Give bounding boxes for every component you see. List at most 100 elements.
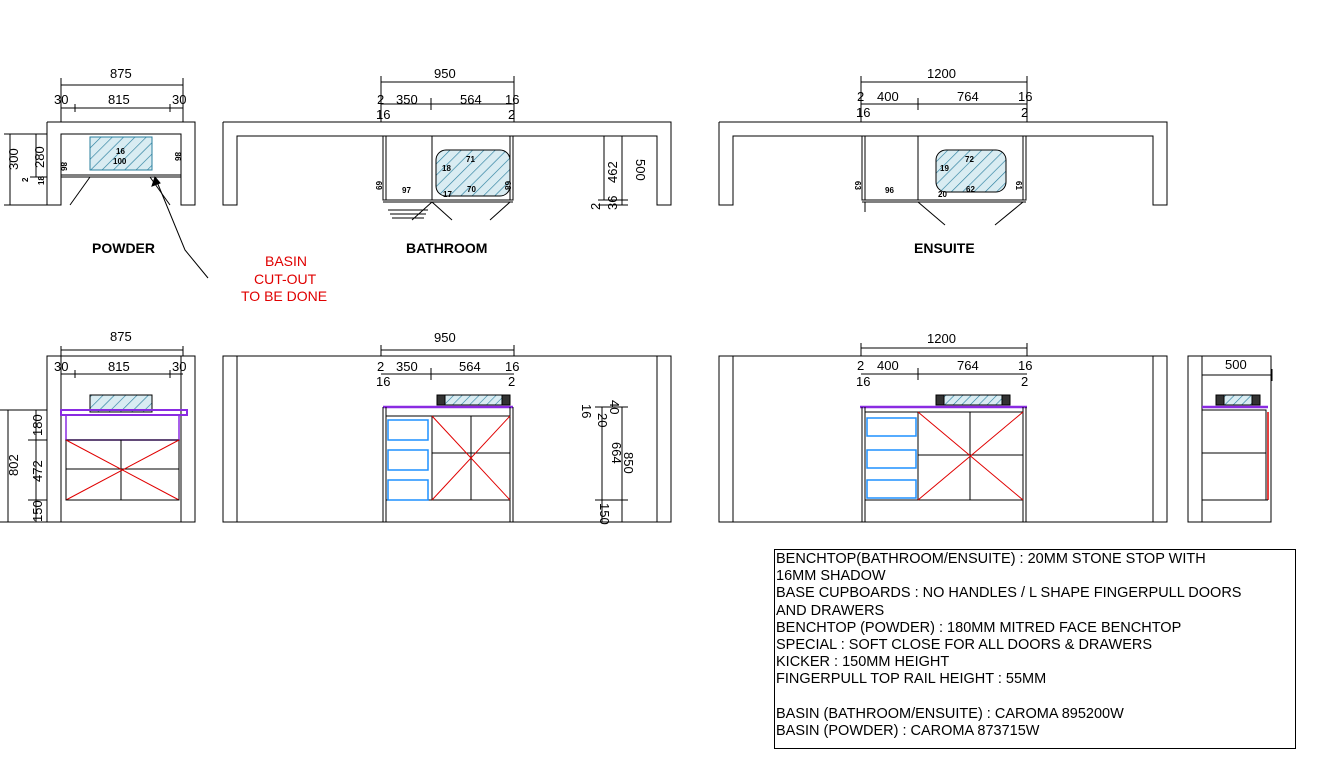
bathroom-elev-seg1: 350 xyxy=(396,359,418,374)
ensuite-elev-seg2: 764 xyxy=(957,358,979,373)
bathroom-elev-right-b: 2 xyxy=(508,374,515,389)
bathroom-elev-right-a: 16 xyxy=(505,359,519,374)
bathroom-lbl-18: 18 xyxy=(442,164,451,173)
ensuite-lbl-63: 63 xyxy=(853,181,862,190)
basin-note-line: BASIN (BATHROOM/ENSUITE) : CAROMA 895200… xyxy=(776,705,1124,722)
powder-elev-left-return: 30 xyxy=(54,359,68,374)
ensuite-plan-seg2: 764 xyxy=(957,89,979,104)
ensuite-title: ENSUITE xyxy=(914,240,975,256)
note-line: AND DRAWERS xyxy=(776,602,885,619)
side-elevation xyxy=(1187,355,1273,523)
side-elev-width: 500 xyxy=(1225,357,1247,372)
bathroom-elev-h-top-c: 16 xyxy=(579,404,594,418)
bathroom-title: BATHROOM xyxy=(406,240,487,256)
ensuite-elev-left-a: 2 xyxy=(857,358,864,373)
bathroom-lbl-97: 97 xyxy=(402,186,411,195)
powder-elev-h-top: 180 xyxy=(30,414,45,436)
note-line: BENCHTOP(BATHROOM/ENSUITE) : 20MM STONE … xyxy=(776,551,1206,567)
bathroom-plan xyxy=(222,76,672,221)
ensuite-plan-left-b: 16 xyxy=(856,105,870,120)
ensuite-plan-seg1: 400 xyxy=(877,89,899,104)
bathroom-lbl-71: 71 xyxy=(466,155,475,164)
basin-note-line: BASIN (POWDER) : CAROMA 873715W xyxy=(776,722,1040,739)
note-line: FINGERPULL TOP RAIL HEIGHT : 55MM xyxy=(776,671,1047,688)
ensuite-lbl-96: 96 xyxy=(885,186,894,195)
note-line: SPECIAL : SOFT CLOSE FOR ALL DOORS & DRA… xyxy=(776,637,1153,654)
ensuite-elev-right-b: 2 xyxy=(1021,374,1028,389)
powder-plan-right-return: 30 xyxy=(172,92,186,107)
powder-elev-h-total: 802 xyxy=(6,454,21,476)
bathroom-plan-seg2: 564 xyxy=(460,92,482,107)
powder-title: POWDER xyxy=(92,240,155,256)
bathroom-lbl-69: 69 xyxy=(374,181,383,190)
ensuite-plan-right-a: 16 xyxy=(1018,89,1032,104)
bathroom-elev-h-top-b: 40 xyxy=(607,400,622,414)
bathroom-elev-seg2: 564 xyxy=(459,359,481,374)
bathroom-plan-right-b: 2 xyxy=(508,107,515,122)
powder-basin-left-label: 86 xyxy=(59,162,68,171)
powder-elev-middle: 815 xyxy=(108,359,130,374)
powder-plan-middle: 815 xyxy=(108,92,130,107)
ensuite-plan xyxy=(718,76,1168,226)
powder-elev-overall: 875 xyxy=(110,329,132,344)
bathroom-elev-h-top-a: 20 xyxy=(595,413,610,427)
bathroom-lbl-68: 68 xyxy=(503,181,512,190)
ensuite-lbl-61: 61 xyxy=(1014,181,1023,190)
ensuite-basin-plan xyxy=(935,149,1007,193)
bathroom-plan-depth-outer: 500 xyxy=(633,159,648,181)
powder-plan xyxy=(4,78,209,279)
bathroom-lbl-17: 17 xyxy=(443,190,452,199)
powder-plan-overall: 875 xyxy=(110,66,132,81)
note-line: BASE CUPBOARDS : NO HANDLES / L SHAPE FI… xyxy=(776,585,1242,602)
bathroom-elev-h-total: 850 xyxy=(621,452,636,474)
bathroom-plan-small-a: 36 xyxy=(605,196,620,210)
powder-basin-plan xyxy=(89,136,153,171)
powder-elevation xyxy=(0,346,196,523)
ensuite-elevation xyxy=(718,343,1168,523)
powder-elev-right-return: 30 xyxy=(172,359,186,374)
powder-plan-left-return: 30 xyxy=(54,92,68,107)
powder-plan-side-b: 18 xyxy=(37,176,46,185)
bathroom-elev-left-a: 2 xyxy=(377,359,384,374)
bathroom-basin-plan xyxy=(435,149,511,197)
note-line: BENCHTOP (POWDER) : 180MM MITRED FACE BE… xyxy=(776,619,1182,636)
bathroom-plan-left-a: 2 xyxy=(377,92,384,107)
ensuite-plan-overall: 1200 xyxy=(927,66,956,81)
powder-elev-h-kick: 150 xyxy=(30,500,45,522)
powder-basin-bottom-label: 100 xyxy=(113,157,127,166)
bathroom-plan-depth-inner: 462 xyxy=(605,161,620,183)
powder-plan-side-a: 2 xyxy=(21,177,30,182)
powder-basin-right-label: 86 xyxy=(173,152,182,161)
note-spacer xyxy=(776,689,1295,706)
ensuite-elev-seg1: 400 xyxy=(877,358,899,373)
powder-elev-h-body: 472 xyxy=(30,460,45,482)
powder-plan-depth-inner: 280 xyxy=(32,146,47,168)
ensuite-elev-overall: 1200 xyxy=(927,331,956,346)
bathroom-plan-right-a: 16 xyxy=(505,92,519,107)
ensuite-lbl-72: 72 xyxy=(965,155,974,164)
bathroom-plan-seg1: 350 xyxy=(396,92,418,107)
ensuite-elev-left-b: 16 xyxy=(856,374,870,389)
bathroom-elevation xyxy=(222,345,672,523)
note-line: 16MM SHADOW xyxy=(776,568,886,585)
powder-plan-depth-outer: 300 xyxy=(6,148,21,170)
ensuite-lbl-19: 19 xyxy=(940,164,949,173)
note-line: KICKER : 150MM HEIGHT xyxy=(776,654,950,671)
bathroom-elev-left-b: 16 xyxy=(376,374,390,389)
powder-basin-top-label: 16 xyxy=(116,147,125,156)
basin-note-line3: TO BE DONE xyxy=(241,288,327,304)
ensuite-lbl-62: 62 xyxy=(966,185,975,194)
bathroom-elev-h-body: 664 xyxy=(609,442,624,464)
bathroom-elev-overall: 950 xyxy=(434,330,456,345)
bathroom-lbl-70: 70 xyxy=(467,185,476,194)
basin-note-line1: BASIN xyxy=(265,253,307,269)
ensuite-lbl-20: 20 xyxy=(938,190,947,199)
bathroom-plan-small-b: 2 xyxy=(588,203,603,210)
bathroom-elev-h-kick: 150 xyxy=(597,503,612,525)
specification-notes: BENCHTOP(BATHROOM/ENSUITE) : 20MM STONE … xyxy=(774,549,1296,749)
basin-note-line2: CUT-OUT xyxy=(254,271,317,287)
ensuite-plan-left-a: 2 xyxy=(857,89,864,104)
ensuite-elev-right-a: 16 xyxy=(1018,358,1032,373)
bathroom-plan-left-b: 16 xyxy=(376,107,390,122)
